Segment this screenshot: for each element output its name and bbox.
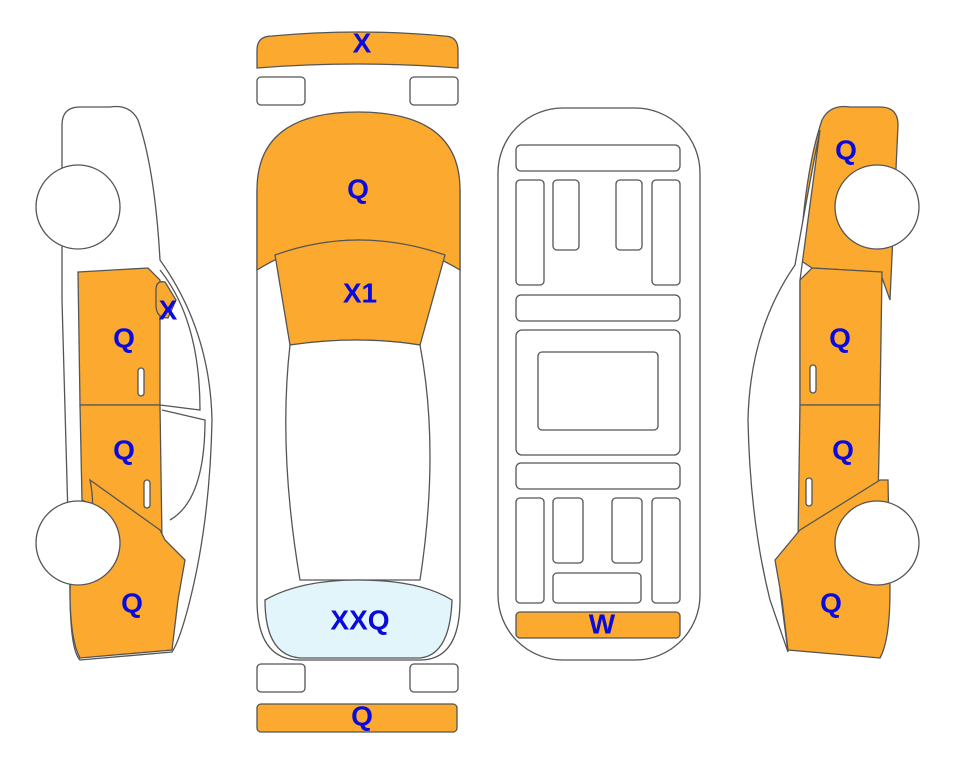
- underside-panel: [651, 497, 681, 604]
- right-rear-wheel: [834, 500, 920, 586]
- left-rear-window-line: [161, 409, 206, 521]
- underside-panel: [611, 497, 643, 564]
- left-mirror[interactable]: [155, 281, 177, 319]
- left-rear-handle: [143, 479, 151, 509]
- rear-window-label: XXQ: [330, 604, 389, 635]
- front-left-light: [256, 76, 306, 106]
- front-bumper-label: X: [353, 27, 372, 58]
- right-front-door[interactable]: [799, 267, 883, 406]
- rear-window[interactable]: [264, 579, 453, 659]
- rear-left-light: [256, 663, 306, 693]
- right-side-view: [747, 105, 920, 659]
- underside-panel: [537, 351, 659, 431]
- underside-panel: [515, 179, 545, 286]
- underside-view: [497, 107, 701, 661]
- left-rear-door-label: Q: [113, 434, 135, 465]
- rear-right-light: [409, 663, 459, 693]
- left-front-door-label: Q: [113, 322, 135, 353]
- rear-bumper[interactable]: [256, 703, 458, 733]
- front-right-light: [409, 76, 459, 106]
- underside-panel: [515, 294, 681, 322]
- underside-panel: [552, 179, 580, 251]
- roof: [285, 339, 431, 581]
- windshield-label: X1: [343, 277, 377, 308]
- underside-panel: [615, 179, 643, 251]
- front-bumper[interactable]: [256, 31, 459, 69]
- underside-panel: [515, 144, 681, 172]
- underside-panel: [515, 497, 545, 604]
- right-rear-door-label: Q: [832, 434, 854, 465]
- left-window-line: [159, 269, 201, 411]
- underbody-rear[interactable]: [515, 611, 681, 639]
- top-view: [256, 31, 461, 733]
- left-rear-quarter-label: Q: [121, 587, 143, 618]
- underbody-rear-label: W: [589, 608, 616, 639]
- right-front-handle: [809, 364, 817, 394]
- left-mirror-label: X: [159, 294, 178, 325]
- underside-panel: [651, 179, 681, 286]
- underside-panel: [515, 462, 681, 490]
- left-side-view: [35, 105, 213, 661]
- left-front-handle: [137, 367, 145, 397]
- right-front-door-label: Q: [829, 322, 851, 353]
- underside-panel: [552, 572, 642, 604]
- rear-bumper-label: Q: [351, 700, 373, 731]
- right-front-fender-label: Q: [835, 134, 857, 165]
- underside-panel: [552, 497, 584, 564]
- right-rear-handle: [805, 477, 813, 507]
- right-window-area: [747, 129, 821, 653]
- left-rear-wheel: [35, 500, 121, 586]
- left-front-wheel: [35, 164, 121, 250]
- hood-label: Q: [347, 173, 369, 204]
- right-rear-quarter-label: Q: [820, 587, 842, 618]
- right-front-wheel: [834, 164, 920, 250]
